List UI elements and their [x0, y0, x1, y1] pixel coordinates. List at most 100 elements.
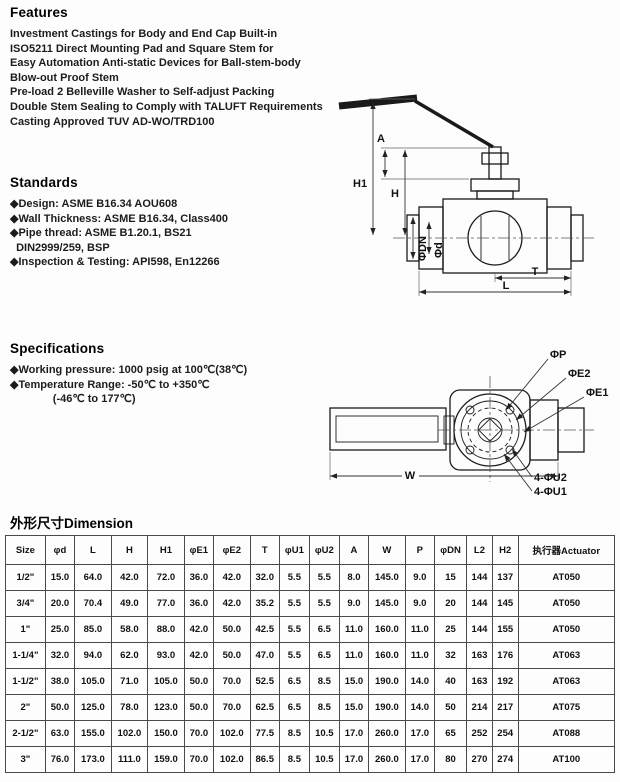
table-cell: 192: [491, 668, 519, 695]
table-cell: 17.0: [338, 720, 370, 747]
table-cell: 78.0: [110, 694, 149, 721]
table-cell: 254: [491, 720, 519, 747]
table-cell: 214: [466, 694, 493, 721]
column-header: φE2: [213, 535, 251, 565]
table-cell: 105.0: [147, 668, 185, 695]
table-cell: 64.0: [74, 564, 112, 591]
table-cell: 76.0: [44, 746, 76, 773]
dim-label-l: L: [503, 280, 510, 292]
table-cell: 32.0: [249, 564, 280, 591]
column-header: P: [404, 535, 436, 565]
standard-line: DIN2999/259, BSP: [10, 241, 110, 254]
standard-line: ◆Inspection & Testing: API598, En12266: [10, 256, 220, 269]
standard-line: ◆Wall Thickness: ASME B16.34, Class400: [10, 212, 228, 225]
table-cell: 17.0: [338, 746, 370, 773]
table-cell: AT063: [517, 642, 616, 669]
table-cell: 176: [491, 642, 519, 669]
standards-section: Standards ◆Design: ASME B16.34 AOU608◆Wa…: [10, 175, 325, 270]
table-cell: 163: [466, 642, 493, 669]
features-lines: Investment Castings for Body and End Cap…: [10, 27, 325, 129]
table-cell: 70.0: [213, 694, 251, 721]
table-cell: 17.0: [404, 746, 436, 773]
table-cell: AT050: [517, 564, 616, 591]
table-cell: 217: [491, 694, 519, 721]
table-cell: AT050: [517, 590, 616, 617]
table-cell: 11.0: [338, 642, 370, 669]
table-cell: 3/4": [5, 590, 46, 617]
table-cell: 40: [433, 668, 468, 695]
table-cell: 8.5: [308, 694, 340, 721]
table-cell: 50.0: [213, 642, 251, 669]
dimension-heading: 外形尺寸Dimension: [10, 516, 134, 531]
table-cell: 190.0: [368, 668, 406, 695]
specification-line: ◆Temperature Range: -50℃ to +350℃: [10, 378, 210, 391]
table-cell: 270: [466, 746, 493, 773]
handle-top-view: [329, 407, 447, 451]
column-header: H1: [147, 535, 185, 565]
table-cell: 72.0: [147, 564, 185, 591]
feature-line: Casting Approved TUV AD-WO/TRD100: [10, 115, 215, 128]
table-cell: 1": [5, 616, 46, 643]
table-cell: 125.0: [74, 694, 112, 721]
table-cell: 8.5: [308, 668, 340, 695]
features-heading: Features: [10, 5, 68, 20]
table-cell: 5.5: [278, 642, 310, 669]
table-cell: 49.0: [110, 590, 149, 617]
table-cell: 58.0: [110, 616, 149, 643]
table-cell: 8.5: [278, 746, 310, 773]
label-bg: [402, 468, 419, 481]
table-cell: 145.0: [368, 564, 406, 591]
table-cell: 70.0: [213, 668, 251, 695]
table-cell: 1-1/4": [5, 642, 46, 669]
bolt-hole: [465, 445, 475, 455]
table-cell: 11.0: [404, 642, 436, 669]
table-cell: 25.0: [44, 616, 76, 643]
column-header: L: [74, 535, 112, 565]
features-section: Features Investment Castings for Body an…: [10, 5, 325, 129]
column-header: φDN: [433, 535, 468, 565]
feature-line: Easy Automation Anti-static Devices for …: [10, 57, 301, 70]
square-stem: [478, 418, 502, 442]
table-cell: 17.0: [404, 720, 436, 747]
table-cell: 62.5: [249, 694, 280, 721]
table-cell: 144: [466, 590, 493, 617]
table-cell: 38.0: [44, 668, 76, 695]
table-cell: 15.0: [44, 564, 76, 591]
table-cell: 80: [433, 746, 468, 773]
handle-rod: [414, 99, 494, 149]
column-header: T: [249, 535, 280, 565]
table-cell: AT075: [517, 694, 616, 721]
dim-label-h: H: [391, 188, 399, 200]
table-cell: 123.0: [147, 694, 185, 721]
table-cell: 20.0: [44, 590, 76, 617]
table-cell: 145.0: [368, 590, 406, 617]
specification-line: (-46℃ to 177℃): [10, 393, 136, 406]
standard-line: ◆Pipe thread: ASME B1.20.1, BS21: [10, 227, 192, 240]
handle-inner: [335, 415, 439, 443]
table-cell: 71.0: [110, 668, 149, 695]
valve-body: [442, 198, 548, 274]
feature-line: Investment Castings for Body and End Cap…: [10, 28, 278, 40]
dim-label-dn: ΦDN: [417, 236, 429, 261]
table-cell: 8.0: [338, 564, 370, 591]
table-cell: AT050: [517, 616, 616, 643]
table-cell: 252: [466, 720, 493, 747]
table-cell: 6.5: [308, 616, 340, 643]
stem: [488, 146, 502, 180]
leader-p: [505, 358, 549, 411]
table-cell: 6.5: [308, 642, 340, 669]
table-cell: 47.0: [249, 642, 280, 669]
table-cell: 260.0: [368, 746, 406, 773]
dim-label-u1: 4-ΦU1: [534, 486, 567, 498]
table-cell: AT100: [517, 746, 616, 773]
column-header: A: [338, 535, 370, 565]
table-cell: 102.0: [110, 720, 149, 747]
